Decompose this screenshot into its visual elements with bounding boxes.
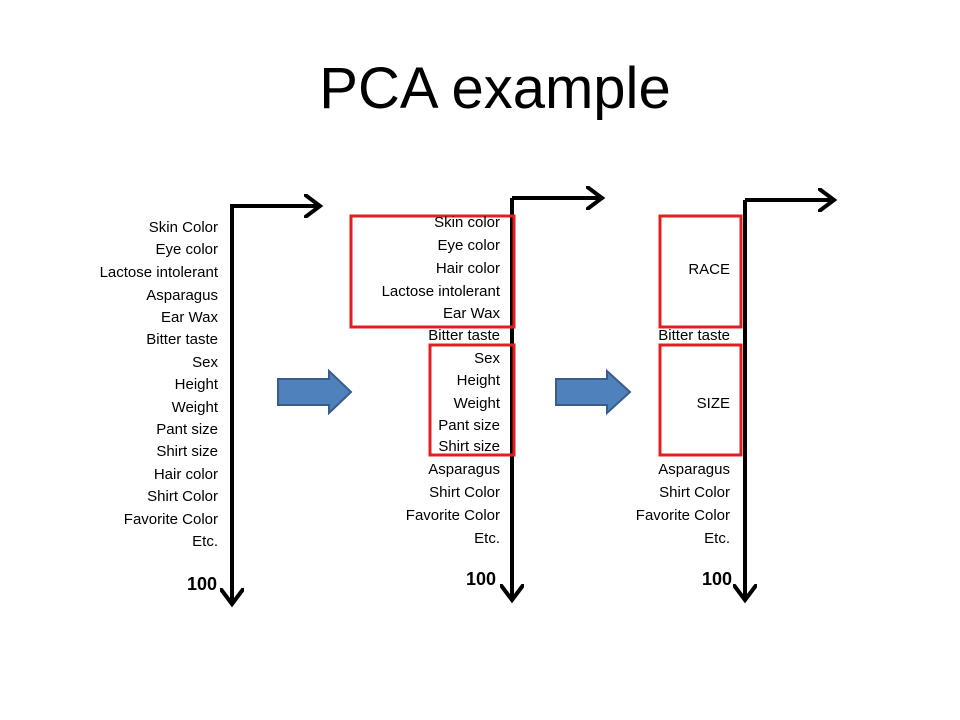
sample-count: 100 (466, 569, 497, 589)
group-box-race (349, 214, 516, 329)
group-box-race-merged (658, 214, 743, 329)
list-item: Hair color (435, 260, 500, 277)
sample-count: 100 (702, 569, 733, 589)
list-item: Skin color (434, 214, 500, 231)
axes-2 (512, 198, 602, 600)
list-item: Weight (453, 395, 500, 412)
list-item: Etc. (704, 530, 730, 547)
list-item: Eye color (155, 241, 218, 258)
group-label-size: SIZE (696, 395, 730, 412)
list-item: Bitter taste (428, 327, 500, 344)
list-item: Bitter taste (658, 327, 730, 344)
transition-arrow-1 (277, 368, 353, 416)
list-item: Shirt Color (429, 484, 500, 501)
list-item: Asparagus (428, 461, 500, 478)
group-box-size (428, 343, 516, 457)
list-item: Eye color (437, 237, 500, 254)
list-item: Asparagus (146, 287, 218, 304)
list-item: Shirt Color (147, 488, 218, 505)
list-item: Weight (171, 399, 218, 416)
list-item: Sex (192, 354, 218, 371)
list-item: Lactose intolerant (381, 283, 500, 300)
list-item: Etc. (474, 530, 500, 547)
axes-3 (745, 200, 834, 600)
list-item: Ear Wax (161, 309, 218, 326)
list-item: Shirt size (156, 443, 218, 460)
group-box-size-merged (658, 343, 743, 457)
axes-1 (232, 204, 320, 604)
variable-list-3: RACE Bitter taste SIZE Asparagus Shirt C… (570, 0, 730, 720)
list-item: Asparagus (658, 461, 730, 478)
sample-count: 100 (187, 574, 218, 594)
variable-list-1: Skin Color Eye color Lactose intolerant … (60, 0, 218, 720)
list-item: Pant size (438, 417, 500, 434)
list-item: Pant size (156, 421, 218, 438)
list-item: Shirt size (438, 438, 500, 455)
list-item: Favorite Color (405, 507, 500, 524)
list-item: Ear Wax (443, 305, 500, 322)
list-item: Skin Color (148, 219, 218, 236)
group-label-race: RACE (688, 261, 730, 278)
list-item: Favorite Color (123, 511, 218, 528)
list-item: Height (174, 376, 218, 393)
list-item: Lactose intolerant (99, 264, 218, 281)
variable-list-2: Skin color Eye color Hair color Lactose … (340, 0, 500, 720)
list-item: Hair color (153, 466, 218, 483)
transition-arrow-2 (555, 368, 632, 416)
list-item: Shirt Color (659, 484, 730, 501)
list-item: Height (456, 372, 500, 389)
list-item: Etc. (192, 533, 218, 550)
list-item: Bitter taste (146, 331, 218, 348)
list-item: Sex (474, 350, 500, 367)
list-item: Favorite Color (635, 507, 730, 524)
page-title: PCA example (319, 56, 671, 121)
